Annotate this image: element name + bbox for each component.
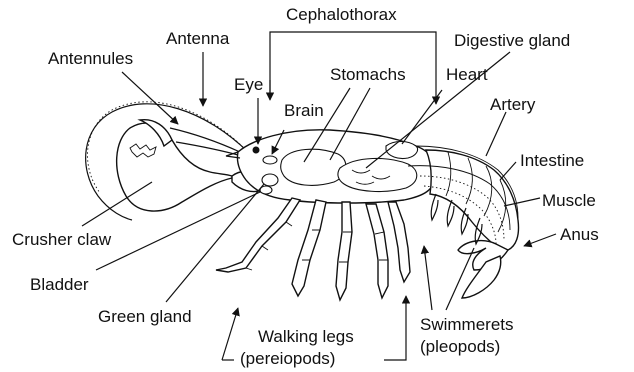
walking-legs-bracket-right	[384, 296, 406, 360]
walking-leg-3	[336, 202, 352, 300]
antennules	[170, 128, 240, 152]
lobster-illustration	[86, 102, 519, 300]
artery-line	[486, 112, 506, 156]
brain-organ	[263, 156, 277, 164]
green-gland-organ	[262, 174, 278, 186]
label-antennules: Antennules	[48, 49, 133, 68]
intestine-line	[500, 162, 516, 180]
label-digestive-gland: Digestive gland	[454, 31, 570, 50]
stomach-organ	[281, 149, 346, 185]
heart-organ	[386, 142, 418, 159]
label-brain: Brain	[284, 101, 324, 120]
label-crusher-claw: Crusher claw	[12, 230, 112, 249]
label-pereiopods: (pereiopods)	[240, 349, 335, 368]
label-muscle: Muscle	[542, 191, 596, 210]
label-pleopods: (pleopods)	[420, 337, 500, 356]
label-cephalothorax: Cephalothorax	[286, 5, 397, 24]
anus-arrow	[524, 234, 556, 246]
label-green-gland: Green gland	[98, 307, 192, 326]
label-anus: Anus	[560, 225, 599, 244]
walking-leg-1	[216, 198, 300, 272]
label-intestine: Intestine	[520, 151, 584, 170]
walking-leg-5	[388, 202, 410, 282]
label-stomachs: Stomachs	[330, 65, 406, 84]
walking-leg-2	[292, 200, 326, 296]
swimmerets-line-2	[446, 248, 474, 310]
digestive-gland-organ	[338, 158, 417, 191]
label-antenna: Antenna	[166, 29, 230, 48]
label-artery: Artery	[490, 95, 536, 114]
label-bladder: Bladder	[30, 275, 89, 294]
swimmeret-1	[431, 194, 438, 220]
label-walking-legs: Walking legs	[258, 327, 354, 346]
abdomen	[426, 150, 519, 250]
walking-leg-4	[366, 204, 388, 298]
label-swimmerets: Swimmerets	[420, 315, 514, 334]
eye-dot	[253, 147, 260, 154]
swimmerets-arrow-1	[424, 246, 432, 310]
heart-line	[402, 90, 442, 144]
crusher-claw	[117, 123, 232, 211]
label-heart: Heart	[446, 65, 488, 84]
label-eye: Eye	[234, 75, 263, 94]
walking-legs-arrow-left	[222, 308, 238, 360]
antennules-arrow	[122, 72, 178, 124]
